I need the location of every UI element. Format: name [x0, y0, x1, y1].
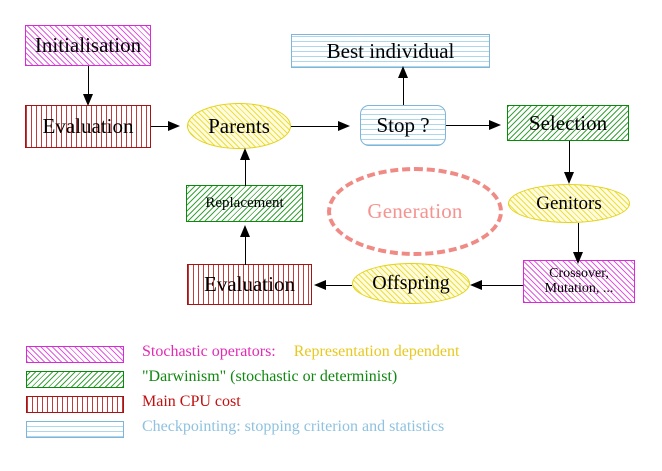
edge-genitors-to-crossover-line [578, 223, 579, 260]
node-evaluation-bottom-label: Evaluation [204, 272, 295, 297]
node-selection[interactable]: Selection [507, 105, 629, 141]
node-genitors-label: Genitors [536, 192, 602, 214]
edge-offspring-to-eval-line [325, 285, 352, 286]
edge-parents-to-stop-arrow [338, 121, 350, 131]
node-evaluation-top[interactable]: Evaluation [25, 105, 151, 148]
edge-genitors-to-crossover-arrow [573, 252, 583, 264]
legend-row-darwinism: "Darwinism" (stochastic or determinist) [26, 368, 626, 394]
legend-swatch-blue-hatch [26, 421, 124, 438]
edge-eval-to-parents-arrow [168, 121, 180, 131]
legend-label-stochastic-operators-part-0: Stochastic operators: [142, 343, 276, 360]
legend-label-stochastic-operators-part-1: Representation dependent [293, 343, 460, 360]
node-evaluation-bottom[interactable]: Evaluation [187, 264, 312, 305]
node-stop-label: Stop ? [376, 113, 430, 138]
node-selection-label: Selection [528, 110, 608, 135]
node-parents[interactable]: Parents [187, 103, 291, 149]
node-generation: Generation [327, 167, 503, 256]
node-generation-label: Generation [367, 199, 463, 223]
edge-stop-to-selection-line [446, 125, 492, 126]
node-best-individual-label: Best individual [326, 38, 455, 63]
legend-row-checkpointing: Checkpointing: stopping criterion and st… [26, 418, 626, 444]
edge-stop-to-best-line [403, 73, 404, 105]
node-offspring-label: Offspring [372, 272, 450, 294]
edge-parents-to-stop-line [291, 126, 343, 127]
edge-crossover-to-offspring-line [481, 285, 523, 286]
edge-replacement-to-parents-arrow [240, 148, 250, 160]
edge-replacement-to-parents-line [245, 156, 246, 186]
legend-swatch-red-hatch [26, 396, 124, 413]
legend-row-stochastic-operators: Stochastic operators: Representation dep… [26, 343, 626, 369]
node-genitors[interactable]: Genitors [508, 184, 630, 223]
edge-eval-to-replacement-line [245, 232, 246, 265]
edge-eval-to-parents-line [151, 126, 175, 127]
edge-selection-to-genitors-line [569, 141, 570, 179]
legend-label-checkpointing: Checkpointing: stopping criterion and st… [142, 418, 445, 435]
edge-crossover-to-offspring-arrow [470, 280, 482, 290]
node-parents-label: Parents [208, 113, 270, 138]
edge-offspring-to-eval-arrow [314, 280, 326, 290]
edge-stop-to-selection-arrow [489, 120, 501, 130]
node-replacement[interactable]: Replacement [186, 185, 303, 222]
edge-eval-to-replacement-arrow [240, 225, 250, 237]
edge-stop-to-best-arrow [398, 66, 408, 78]
node-initialisation-label: Initialisation [34, 33, 142, 58]
legend-label-darwinism: "Darwinism" (stochastic or determinist) [142, 368, 398, 385]
node-offspring[interactable]: Offspring [352, 263, 470, 304]
node-best-individual[interactable]: Best individual [291, 34, 490, 68]
legend-label-main-cpu-cost: Main CPU cost [142, 393, 241, 410]
node-evaluation-top-label: Evaluation [42, 114, 134, 139]
legend-swatch-magenta-hatch [26, 346, 124, 363]
node-crossover-mutation-label: Crossover, Mutation, ... [544, 265, 614, 296]
edge-init-to-eval-arrow [83, 94, 93, 106]
edge-init-to-eval-line [88, 66, 89, 100]
edge-selection-to-genitors-arrow [564, 172, 574, 184]
node-initialisation[interactable]: Initialisation [25, 25, 151, 66]
legend: Stochastic operators: Representation dep… [26, 343, 626, 444]
legend-label-stochastic-operators: Stochastic operators: Representation dep… [142, 343, 459, 361]
node-crossover-mutation[interactable]: Crossover, Mutation, ... [523, 260, 635, 303]
legend-swatch-green-hatch [26, 371, 124, 388]
node-replacement-label: Replacement [205, 194, 284, 211]
node-stop[interactable]: Stop ? [360, 105, 446, 146]
legend-row-main-cpu-cost: Main CPU cost [26, 393, 626, 419]
